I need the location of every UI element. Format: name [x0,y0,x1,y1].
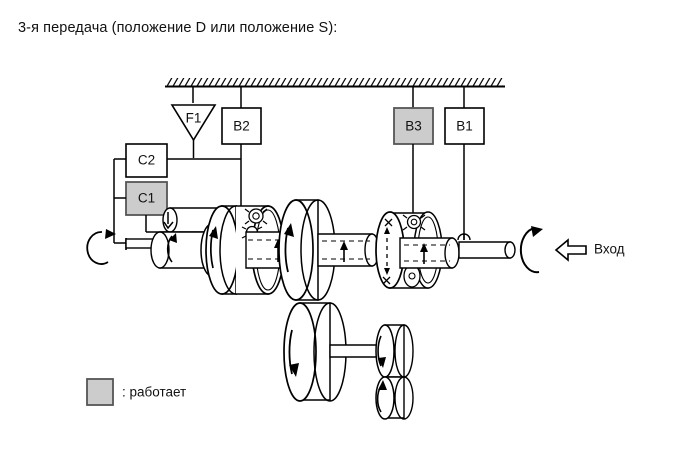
counter-differential-assembly [283,302,414,420]
center-drum-arrow-head [284,223,294,237]
rear-sun-shaft [399,237,453,269]
component-c2[interactable]: C2 [125,143,168,178]
input-rotation-arc-icon [519,227,540,274]
input-label: Вход [594,242,625,257]
center-drum-assembly [278,199,336,301]
counter-gear-arrow-head [289,363,299,377]
ground-symbol [165,78,505,88]
diff-gear-lower-front [375,376,395,420]
rear-ring-marks [382,218,393,285]
rotation-arrow-head [105,229,116,239]
hub-arrow-head [169,233,177,243]
counter-gear-front [283,302,317,402]
hub-rotation-arrow-icon [166,235,173,263]
diff-upper-rotation-icon [377,335,382,367]
component-label-c2: C2 [138,153,155,168]
component-b2[interactable]: B2 [221,107,262,145]
input-shaft-tip [504,241,516,259]
component-b3[interactable]: B3 [393,107,434,145]
mid-shaft-assembly [317,233,380,267]
center-drum-front [278,199,314,301]
component-label-b2: B2 [233,119,250,134]
ground-hatch-icon [167,78,503,86]
clutch-sleeve-end [162,207,178,233]
b3-box [393,107,434,145]
b1-link-hook [457,233,471,241]
input-rotation-arrow-head [531,226,543,237]
diff-upper-arrow-head [378,357,386,368]
component-label-b1: B1 [456,119,473,134]
component-label-c1: C1 [138,191,155,206]
component-label-f1: F1 [186,111,202,126]
input-shaft-assembly: Вход [458,226,625,274]
f1-triangle-icon [170,104,217,142]
diff-lower-arrow-head [378,380,387,390]
rear-sun-shaft-end [444,237,460,269]
input-arrow-icon [554,238,587,262]
ground-drop-lines [192,86,465,108]
rear-planetary-gearset [375,211,471,289]
b1-box [444,107,485,145]
rotation-arc-icon [86,231,109,265]
component-b1[interactable]: B1 [444,107,485,145]
sleeve-flow-arrow-icon [163,212,174,230]
legend-label: : работает [122,385,186,400]
input-shaft-body [458,241,511,259]
clutch-drum-group [150,205,253,295]
legend-swatch [86,378,114,406]
rear-pinion-cluster [402,214,426,288]
diff-gear-lower-back [394,376,414,420]
c2-box [125,143,168,178]
component-c1[interactable]: C1 [125,181,168,216]
clutch-hub-end [150,231,170,269]
component-label-b3: B3 [405,119,422,134]
drum-arrow-head [209,226,218,239]
component-f1[interactable]: F1 [170,104,217,158]
mid-shaft-arrow-head [340,241,348,250]
page-title: 3-я передача (положение D или положение … [18,20,338,36]
rear-sun-arrow-head [420,243,428,252]
legend: : работает [86,378,186,406]
counter-gear-rotation-icon [288,329,293,375]
